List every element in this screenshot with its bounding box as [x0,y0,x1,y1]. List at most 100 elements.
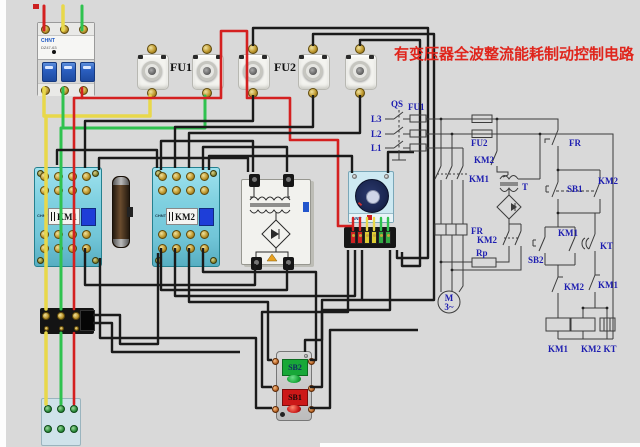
breaker-logo-dot [52,50,56,54]
label-fu2: FU2 [471,138,488,148]
km1-brand: CHNT [37,213,49,218]
label-km2-nc: KM2 [564,282,584,292]
label-fr-heater: FR [471,226,483,236]
sch-diode-triangle [511,203,517,211]
sch-fu2-fuse [471,114,493,123]
sch-km2-coil [570,317,596,332]
km2-brand: CHNT [155,213,167,218]
label-l2: L2 [371,129,382,139]
label-rp: Rp [476,248,488,258]
wire-b5 [173,95,315,168]
timer-brand: ANV [349,213,393,222]
breaker-top-terminals [38,23,94,36]
schematic-lines [385,110,616,340]
circuit-breaker: CHNT DZ47-63 [37,22,95,96]
sch-sb2-contact [532,227,546,265]
sch-phase-drops [440,119,464,166]
contactor-km1: CHNT KM1 [34,167,102,267]
sch-transformer-leads [508,134,541,195]
label-kt-contact: KT [600,241,613,251]
schematic-junctions [439,117,609,310]
sch-line-l2 [385,126,614,339]
sch-km2-bridge-contacts [452,219,522,271]
start-button [287,375,301,383]
timer-terminal-strip [344,227,396,248]
page-title: 有变压器全波整流能耗制动控制电路 [394,46,635,63]
breaker-brand: CHNT [41,38,55,44]
label-qs: QS [391,99,403,109]
sch-line-l1 [385,140,463,149]
bottom-margin [320,443,640,447]
time-relay: ANV [348,171,394,223]
sch-km1-coil [545,317,571,332]
label-fu1: FU1 [408,102,425,112]
fuse-fu1-2 [192,44,224,98]
wire-b18 [310,250,392,389]
sch-kt-contact [588,213,596,275]
label-km1-main: KM1 [469,174,489,184]
label-l3: L3 [371,114,382,124]
timer-dial [355,179,389,213]
breaker-handle-row [38,59,95,85]
stop-button-plate: SB1 [282,389,308,406]
rectifier-module [241,174,311,270]
sch-qs-base [392,152,406,161]
sch-kt-delay-arcs [581,237,590,250]
label-fr-contact: FR [569,138,581,148]
braking-resistor [112,176,133,248]
wire-b21 [93,253,160,346]
label-km2-top: KM2 [474,155,494,165]
breaker-handle [79,62,95,82]
wire-b20 [310,328,418,410]
sch-fu1-fuse [409,143,427,152]
label-t: T [522,182,528,192]
photo-label-fu2: FU2 [274,60,296,74]
sch-km2-top-contact [490,119,509,178]
wire-b19 [98,258,272,410]
contactor-indicator [199,208,214,226]
sch-motor-circle [437,290,461,314]
left-margin [0,0,6,447]
km2-nameplate: KM2 [166,208,198,225]
label-km2-aux: KM2 [598,176,618,186]
sch-km2-aux-contact [593,170,601,213]
sch-kt-coil [599,317,616,332]
sch-transformer [499,175,519,192]
motor-terminal-block [40,308,95,334]
contactor-km2: CHNT KM2 [152,167,220,267]
label-sb1: SB1 [567,184,583,194]
sch-sb1-contact [545,170,559,213]
red-marker [33,4,39,9]
fuse-fu2-2 [298,44,330,98]
wire-b6 [187,95,362,168]
breaker-model: DZ47-63 [41,45,57,50]
schematic-labels: L3 L2 L1 QS FU1 FU2 KM1 FR M 3~ KM2 T KM… [371,99,618,354]
sch-fu1-fuse [409,114,427,123]
label-motor-phase: 3~ [444,302,454,312]
sch-kt-coil-hatch [603,318,611,339]
breaker-handle [41,62,57,82]
sch-motor-leads [440,235,464,293]
rectifier-sticker [303,202,309,212]
rectifier-terminal [250,257,262,270]
sch-fr-contact [544,129,559,170]
wire-b4 [83,95,255,168]
label-motor: M [445,293,454,303]
schematic-diagram: L3 L2 L1 QS FU1 FU2 KM1 FR M 3~ KM2 T KM… [371,99,618,354]
breaker-handle [60,62,76,82]
km1-nameplate: KM1 [48,208,80,225]
sch-km1-main-contacts [434,165,464,224]
sch-rp-resistor [471,257,497,268]
resistor-clip [127,207,133,217]
rectifier-terminal [282,174,294,187]
pushbutton-station: SB2 SB1 [272,351,315,421]
sch-km1-nc-contact [582,274,608,318]
wire-b9 [207,154,354,173]
rectifier-terminal [248,174,260,187]
label-sb2: SB2 [528,255,544,265]
sch-line-l3 [385,111,559,130]
label-coil-km2: KM2 [581,344,601,354]
photo-label-fu1: FU1 [170,60,192,74]
outgoing-terminal-block [41,398,81,446]
